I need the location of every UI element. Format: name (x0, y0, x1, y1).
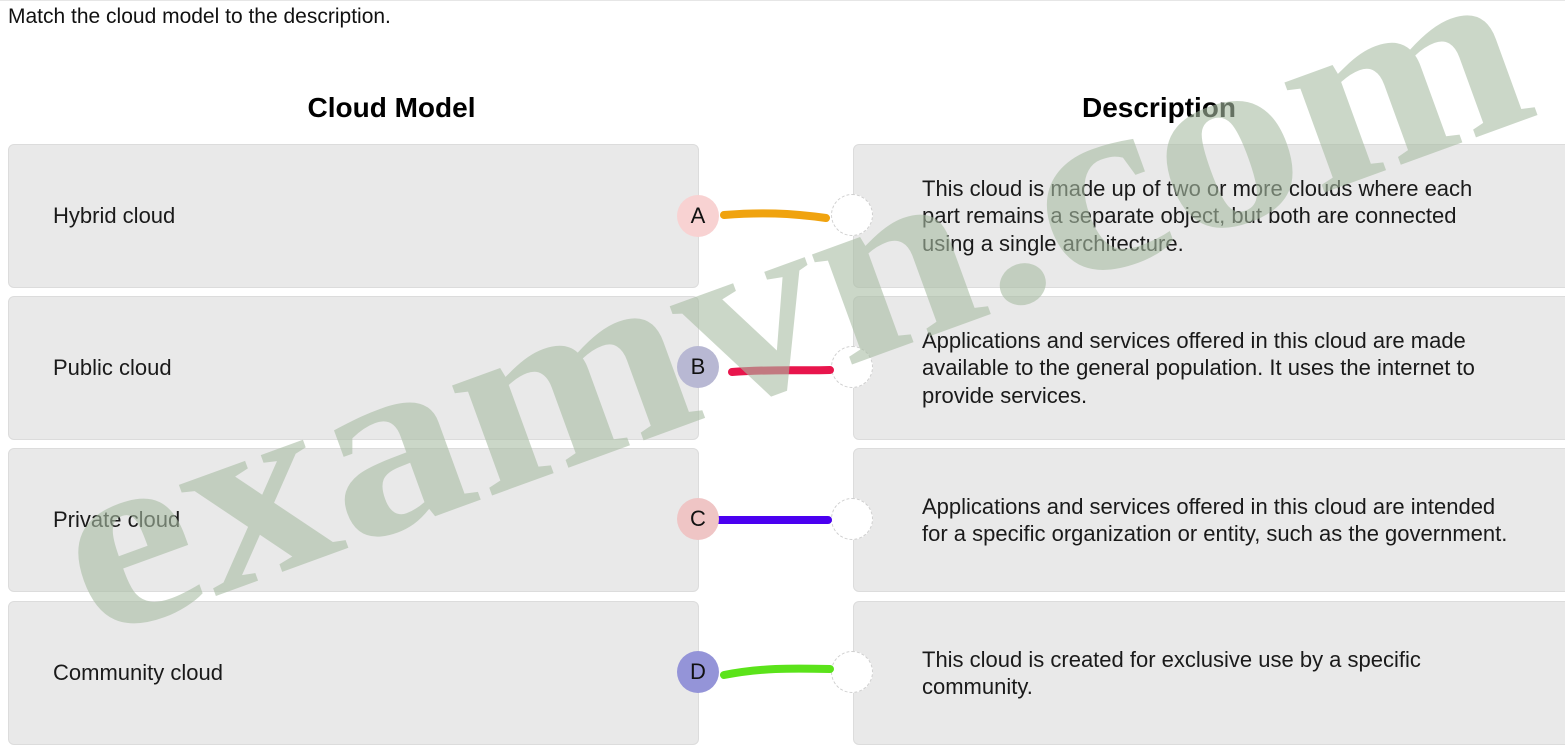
description-text: This cloud is made up of two or more clo… (922, 175, 1473, 256)
question-text: Match the cloud model to the description… (8, 5, 391, 28)
description-card-2[interactable]: Applications and services offered in thi… (853, 296, 1565, 440)
model-card-private[interactable]: Private cloud (8, 448, 699, 592)
description-header: Description (1081, 92, 1237, 123)
description-card-4[interactable]: This cloud is created for exclusive use … (853, 601, 1565, 745)
badge-c[interactable]: C (677, 498, 719, 540)
description-card-1[interactable]: This cloud is made up of two or more clo… (853, 144, 1565, 288)
model-label: Private cloud (53, 507, 181, 532)
drop-socket-4[interactable] (831, 651, 873, 693)
model-label: Community cloud (53, 660, 223, 685)
drop-socket-2[interactable] (831, 346, 873, 388)
model-label: Hybrid cloud (53, 203, 176, 228)
description-text: This cloud is created for exclusive use … (922, 646, 1421, 700)
drop-socket-1[interactable] (831, 194, 873, 236)
connection-line-d (720, 664, 834, 679)
connection-line-b (728, 366, 834, 376)
model-card-hybrid[interactable]: Hybrid cloud (8, 144, 699, 288)
badge-d[interactable]: D (677, 651, 719, 693)
badge-a[interactable]: A (677, 195, 719, 237)
cloud-model-header: Cloud Model (307, 92, 476, 123)
top-divider (0, 0, 1565, 1)
connection-line-a (720, 209, 830, 222)
drop-socket-3[interactable] (831, 498, 873, 540)
badge-b[interactable]: B (677, 346, 719, 388)
model-card-public[interactable]: Public cloud (8, 296, 699, 440)
description-text: Applications and services offered in thi… (922, 327, 1475, 408)
model-label: Public cloud (53, 355, 172, 380)
model-card-community[interactable]: Community cloud (8, 601, 699, 745)
description-card-3[interactable]: Applications and services offered in thi… (853, 448, 1565, 592)
description-text: Applications and services offered in thi… (922, 493, 1508, 547)
